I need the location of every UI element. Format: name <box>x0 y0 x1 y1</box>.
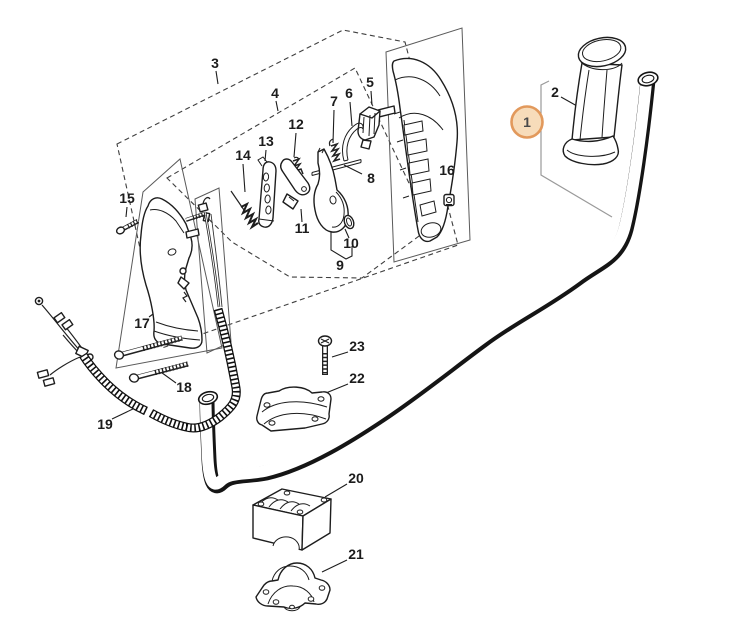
callout-10-label: 10 <box>343 235 359 251</box>
screw-15-drawing <box>115 218 141 235</box>
corrugated-loom <box>79 307 241 433</box>
callout-15-label: 15 <box>119 190 135 206</box>
callout-3-label: 3 <box>211 55 219 71</box>
clamp-plate-22-drawing <box>256 386 332 432</box>
nut-16-drawing <box>443 193 455 207</box>
switch-5-drawing <box>357 106 381 150</box>
callout-23-label: 23 <box>349 338 365 354</box>
trigger-parts-drawing <box>230 106 381 233</box>
callout-19-label: 19 <box>97 416 113 432</box>
callout-6-label: 6 <box>345 85 353 101</box>
callout-9-label: 9 <box>336 257 344 273</box>
solid-box-handle-group <box>115 158 223 369</box>
screw-18-drawing <box>128 361 189 383</box>
callout-4-label: 4 <box>271 85 279 101</box>
callout-7-label: 7 <box>330 93 338 109</box>
interlock-11-drawing <box>279 158 311 210</box>
handle-trigger-bits <box>177 267 190 303</box>
callout-22-label: 22 <box>349 370 365 386</box>
callout-18-label: 18 <box>176 379 192 395</box>
callout-13-label: 13 <box>258 133 274 149</box>
clamp-parts-drawing <box>252 335 333 612</box>
grip-drawing <box>562 36 627 166</box>
throttle-cable-drawing <box>197 197 223 308</box>
housing-shell-drawing <box>377 57 459 243</box>
callout-8-label: 8 <box>367 170 375 186</box>
spring-7-drawing <box>328 138 342 163</box>
callout-20-label: 20 <box>348 470 364 486</box>
callout-2-label: 2 <box>551 84 559 100</box>
ring-10-drawing <box>343 214 355 230</box>
screw-17-drawing <box>113 335 183 360</box>
callout-16-label: 16 <box>439 162 455 178</box>
spring-12-drawing <box>292 156 304 175</box>
wiring-loom-drawing <box>34 296 241 433</box>
lockout-lever-13-drawing <box>257 156 277 228</box>
trigger-9-drawing <box>313 147 349 233</box>
callout-14-label: 14 <box>235 147 251 163</box>
callout-1-hotspot[interactable]: 1 <box>510 105 544 139</box>
callout-labels: 1 2 3 4 5 6 7 8 9 10 11 12 13 14 15 16 1… <box>97 55 559 562</box>
callout-12-label: 12 <box>288 116 304 132</box>
clamp-block-20-drawing <box>252 488 332 552</box>
lever-6-drawing <box>341 122 364 162</box>
throttle-handle-drawing <box>113 197 223 383</box>
screw-23-drawing <box>317 335 333 375</box>
spring-14-drawing <box>230 190 259 230</box>
tube-top-opening <box>637 71 659 87</box>
dashed-box-assembly-4 <box>166 67 431 279</box>
callout-5-label: 5 <box>366 74 374 90</box>
callout-11-label: 11 <box>295 220 310 236</box>
tube-end-opening <box>197 390 219 406</box>
callout-1-label[interactable]: 1 <box>523 114 531 130</box>
callout-17-label: 17 <box>134 315 150 331</box>
clamp-plate-21-drawing <box>255 562 331 612</box>
handlebar-tube-drawing <box>197 71 659 494</box>
callout-21-label: 21 <box>348 546 364 562</box>
solid-box-housing-group <box>385 27 471 263</box>
